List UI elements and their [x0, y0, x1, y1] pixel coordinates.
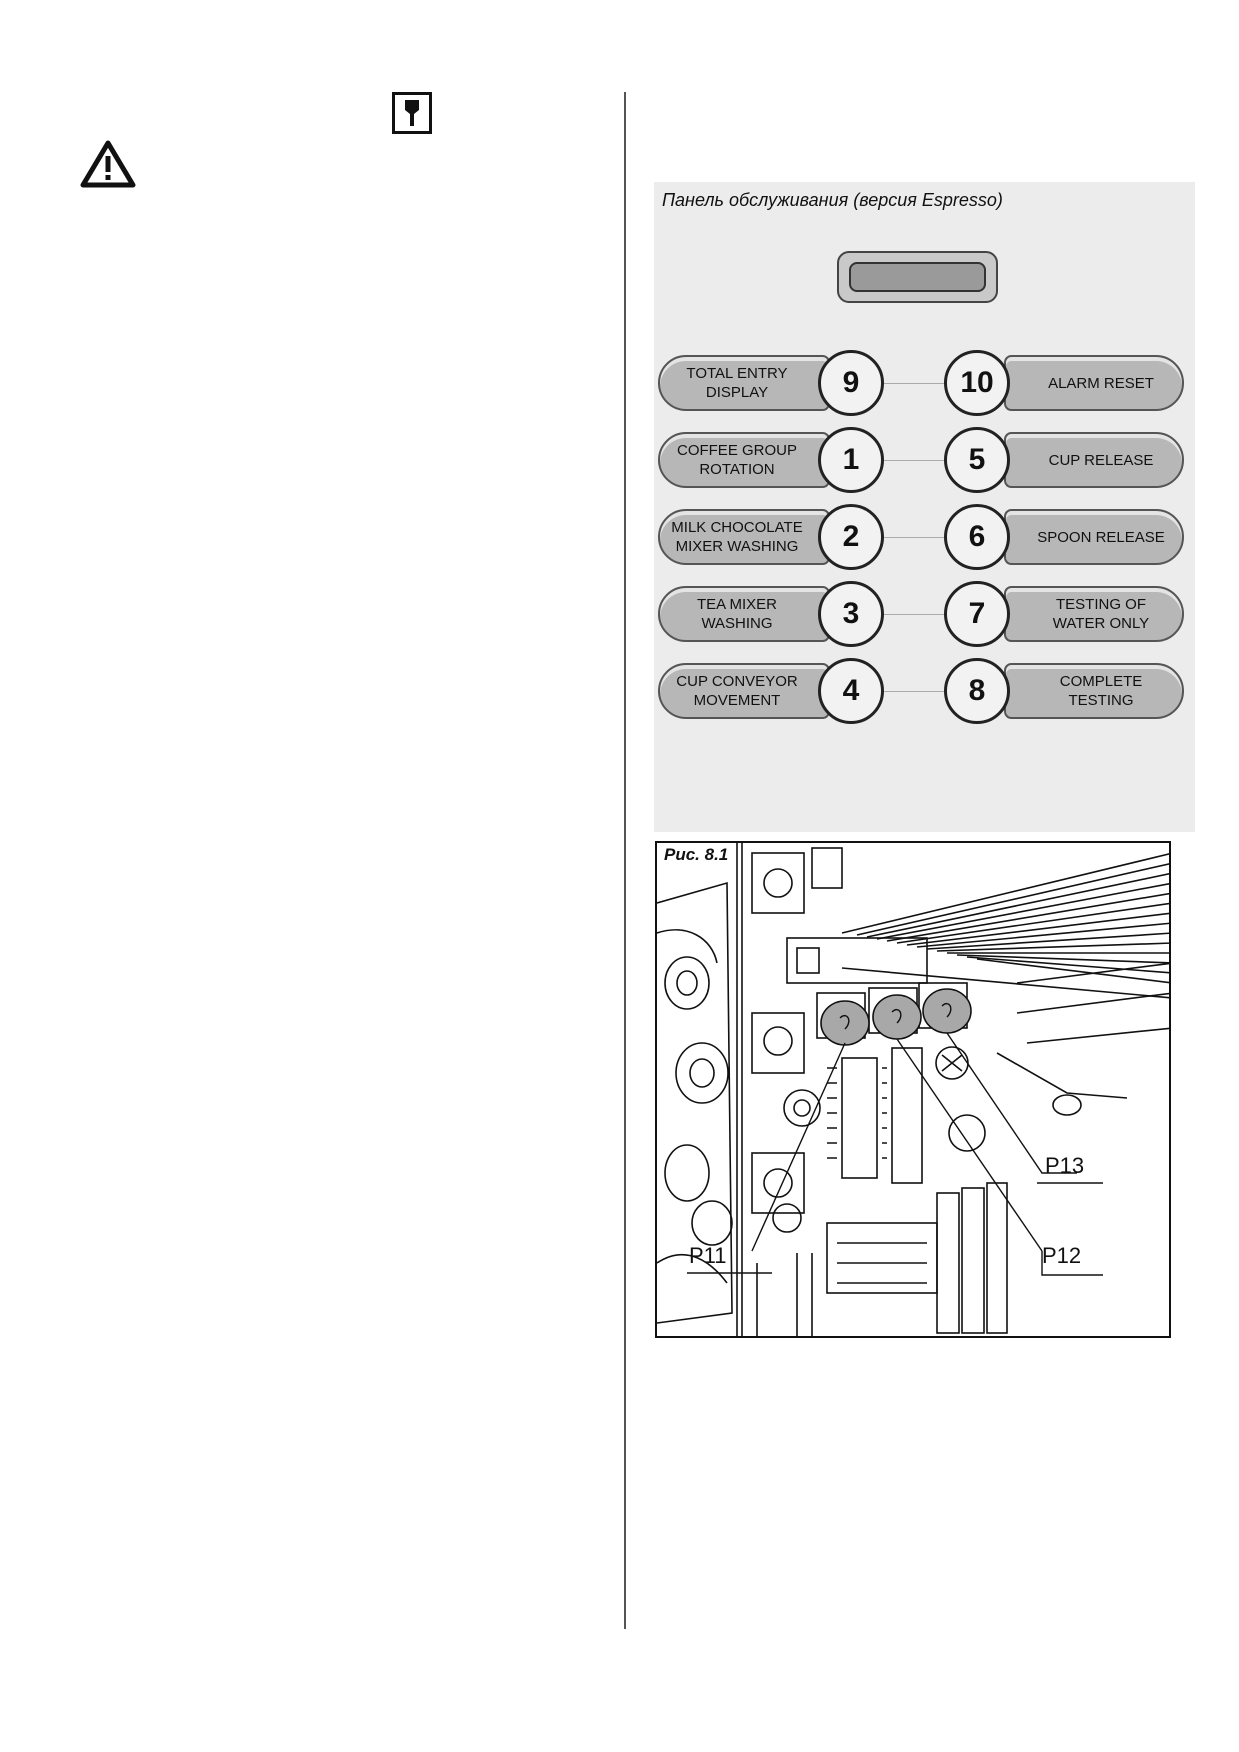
button-label-tea-mixer-washing[interactable]: TEA MIXER WASHING: [658, 586, 830, 642]
callout-p11: P11: [689, 1243, 727, 1268]
panel-title: Панель обслуживания (версия Espresso): [662, 190, 1003, 210]
button-10[interactable]: 10: [944, 350, 1010, 416]
connector-line: [884, 460, 960, 461]
button-2[interactable]: 2: [818, 504, 884, 570]
figure-caption: Рис. 8.1: [661, 845, 732, 865]
button-label-testing-of-water-only[interactable]: TESTING OF WATER ONLY: [1004, 586, 1184, 642]
button-label-total-entry-display[interactable]: TOTAL ENTRY DISPLAY: [658, 355, 830, 411]
button-6[interactable]: 6: [944, 504, 1010, 570]
callout-p12: P12: [1042, 1243, 1082, 1268]
button-label-cup-conveyor-movement[interactable]: CUP CONVEYOR MOVEMENT: [658, 663, 830, 719]
button-label-alarm-reset[interactable]: ALARM RESET: [1004, 355, 1184, 411]
button-3[interactable]: 3: [818, 581, 884, 647]
button-9[interactable]: 9: [818, 350, 884, 416]
button-label-coffee-group-rotation[interactable]: COFFEE GROUP ROTATION: [658, 432, 830, 488]
figure-circuit-board: Рис. 8.1 P11 P12 P13: [655, 841, 1171, 1338]
connector-line: [884, 691, 960, 692]
connector-line: [884, 537, 960, 538]
connector-line: [884, 383, 960, 384]
button-1[interactable]: 1: [818, 427, 884, 493]
warning-triangle-icon: [80, 140, 136, 188]
tool-key-icon: [392, 92, 432, 134]
callout-p13: P13: [1045, 1153, 1085, 1178]
button-label-spoon-release[interactable]: SPOON RELEASE: [1004, 509, 1184, 565]
button-7[interactable]: 7: [944, 581, 1010, 647]
circuit-board-drawing: [657, 843, 1169, 1336]
button-label-cup-release[interactable]: CUP RELEASE: [1004, 432, 1184, 488]
button-5[interactable]: 5: [944, 427, 1010, 493]
panel-display-screen: [849, 262, 986, 292]
button-label-complete-testing[interactable]: COMPLETE TESTING: [1004, 663, 1184, 719]
column-divider: [624, 92, 626, 1629]
panel-display: [837, 251, 998, 303]
button-8[interactable]: 8: [944, 658, 1010, 724]
button-4[interactable]: 4: [818, 658, 884, 724]
service-panel: Панель обслуживания (версия Espresso) TO…: [654, 182, 1195, 832]
button-label-milk-chocolate-mixer-washing[interactable]: MILK CHOCOLATE MIXER WASHING: [658, 509, 830, 565]
connector-line: [884, 614, 960, 615]
